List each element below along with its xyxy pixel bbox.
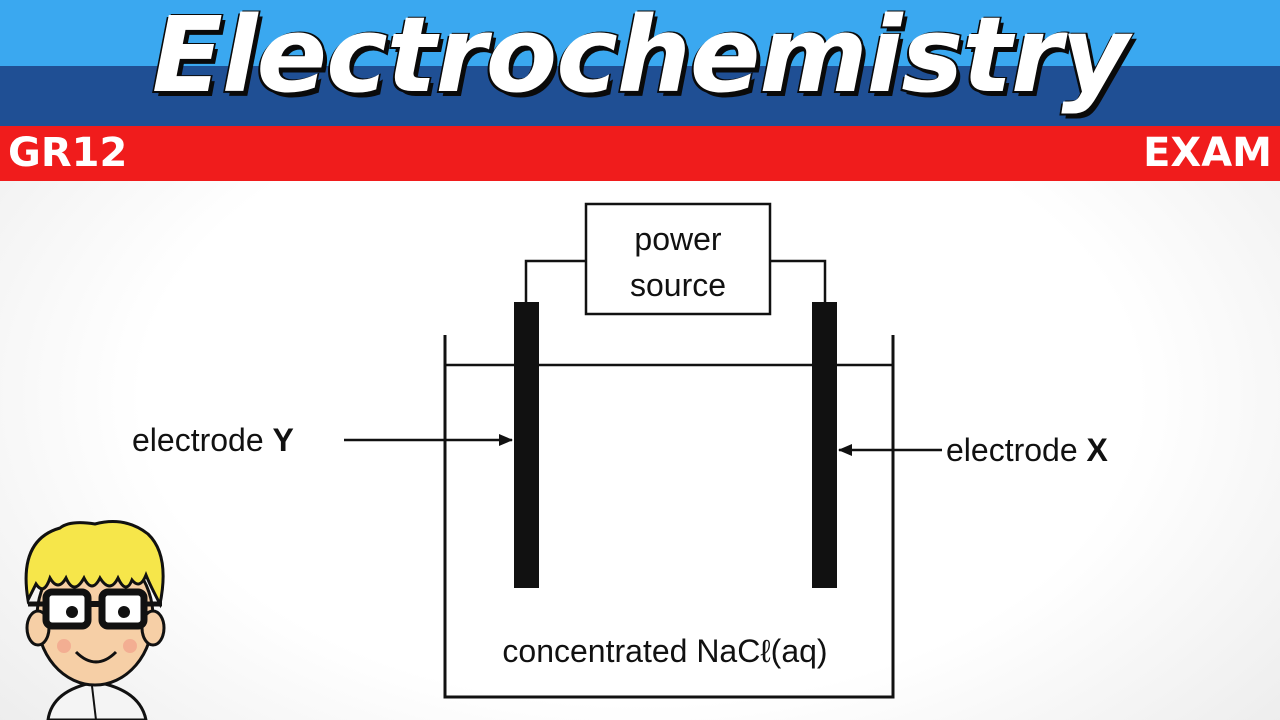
wire-left (524, 259, 586, 304)
electrode-y (514, 302, 539, 588)
exam-tag: EXAM (1143, 130, 1272, 176)
cartoon-scientist-icon (24, 520, 166, 720)
page-title: Electrochemistry (151, 0, 1129, 116)
grade-tag: GR12 (8, 130, 128, 176)
power-source-label-line1: power (634, 221, 722, 257)
header-band-dark (0, 66, 1280, 126)
electrode-y-label: electrode Y (132, 422, 294, 458)
electrode-x-label: electrode X (946, 432, 1109, 468)
electrode-y-letter: Y (273, 422, 294, 458)
header-band-light (0, 0, 1280, 66)
power-source-label-line2: source (630, 267, 726, 303)
electrode-y-label-text: electrode (132, 422, 273, 458)
electrode-x-letter: X (1087, 432, 1109, 468)
wire-right (770, 259, 827, 304)
electrode-x (812, 302, 837, 588)
header-band-red (0, 126, 1280, 181)
electrode-x-label-text: electrode (946, 432, 1087, 468)
beaker (443, 335, 895, 699)
power-source-box (584, 202, 772, 316)
solution-label: concentrated NaCℓ(aq) (502, 633, 827, 669)
